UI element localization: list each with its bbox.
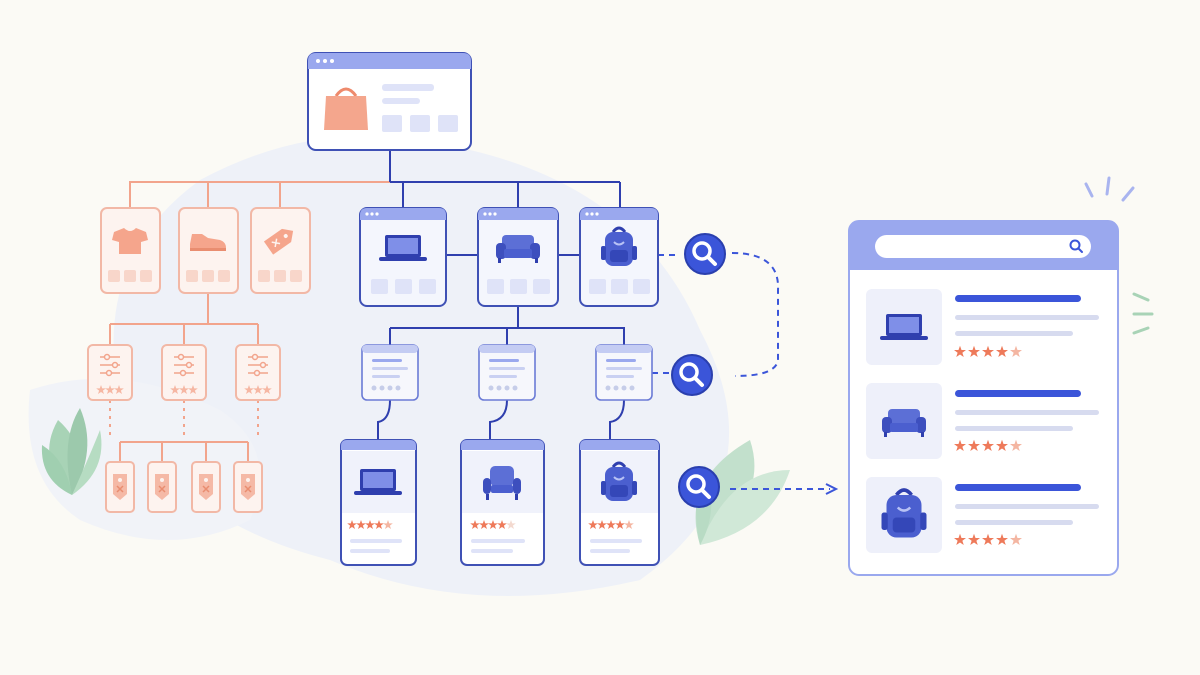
blue-tree-connectors xyxy=(377,150,625,440)
product-cards xyxy=(340,439,660,566)
category-card-clothing xyxy=(100,207,161,294)
search-results-panel xyxy=(848,220,1119,576)
product-card-backpack xyxy=(579,439,660,566)
leaf-card xyxy=(233,461,263,513)
left-category-cards xyxy=(100,207,311,294)
sliders-icon xyxy=(99,353,121,377)
laptop-icon xyxy=(354,469,402,495)
price-tag-icon xyxy=(263,228,294,255)
blue-category-cards xyxy=(359,207,659,307)
leaf-card xyxy=(105,461,135,513)
blue-listing-cards xyxy=(361,344,653,401)
listing-card xyxy=(595,344,653,401)
laptop-icon xyxy=(880,314,928,340)
category-card-electronics xyxy=(359,207,447,307)
listing-card xyxy=(361,344,419,401)
orange-tree-connectors xyxy=(109,181,390,462)
filter-card xyxy=(87,344,133,401)
category-card-deals xyxy=(250,207,311,294)
product-card-laptop xyxy=(340,439,417,566)
result-item-sofa[interactable] xyxy=(866,383,1099,459)
left-leaf-cards xyxy=(105,461,263,513)
root-card xyxy=(307,52,472,151)
category-card-shoes xyxy=(178,207,239,294)
category-card-furniture xyxy=(477,207,559,307)
leaf-plant-left xyxy=(41,408,102,495)
filter-card xyxy=(161,344,207,401)
search-icon[interactable] xyxy=(683,232,727,276)
leaf-card xyxy=(147,461,177,513)
sliders-icon xyxy=(247,353,269,377)
leaf-card xyxy=(191,461,221,513)
search-icon[interactable] xyxy=(670,353,714,397)
laptop-icon xyxy=(379,235,427,261)
shopping-bag-icon xyxy=(324,87,368,130)
result-item-backpack[interactable] xyxy=(866,477,1099,553)
filter-card xyxy=(235,344,281,401)
left-filter-cards xyxy=(87,344,281,401)
category-card-bags xyxy=(579,207,659,307)
listing-card xyxy=(478,344,536,401)
magnifier-icon xyxy=(1069,239,1083,253)
search-connectors xyxy=(652,252,830,490)
sneaker-icon xyxy=(190,234,226,251)
arrow-head xyxy=(825,483,839,495)
search-bar[interactable] xyxy=(875,235,1091,258)
search-icon[interactable] xyxy=(677,465,721,509)
product-card-armchair xyxy=(460,439,545,566)
sliders-icon xyxy=(173,353,195,377)
tshirt-icon xyxy=(112,228,148,254)
sparkle-lines xyxy=(1084,176,1154,335)
result-item-laptop[interactable] xyxy=(866,289,1099,365)
